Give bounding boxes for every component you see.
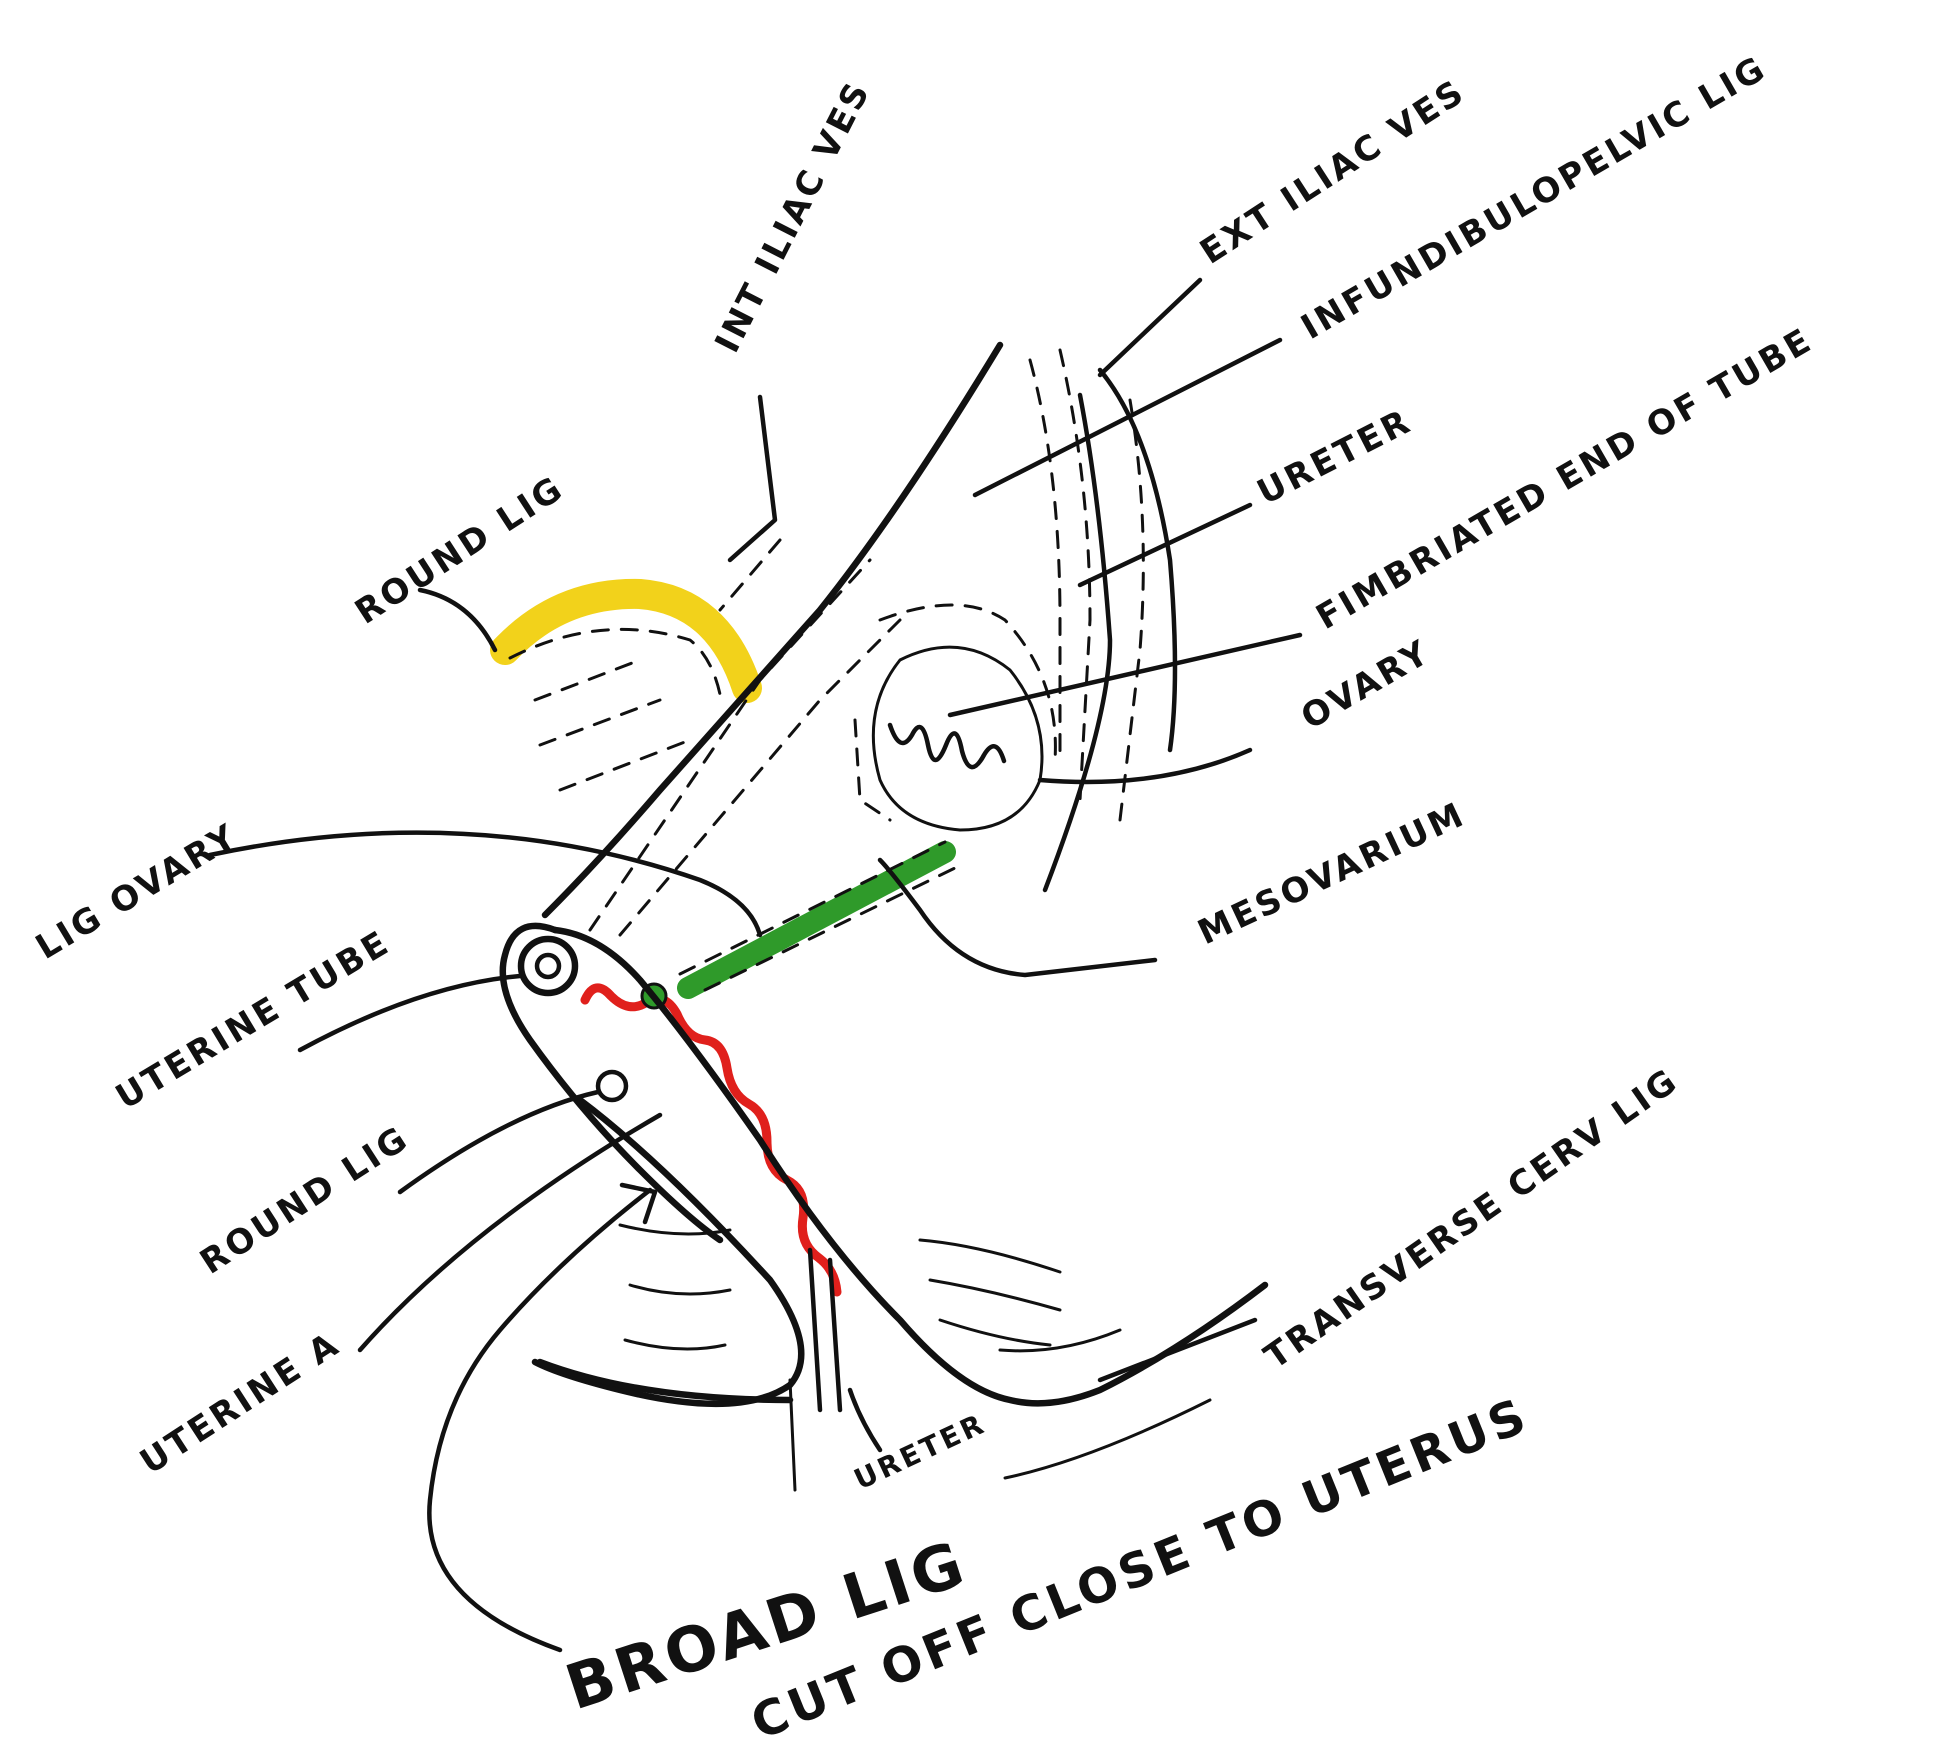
uterine-tube-upper-line bbox=[545, 345, 1000, 915]
ureter-line-top bbox=[1045, 395, 1110, 890]
leader-ext-iliac bbox=[1100, 280, 1200, 375]
ureter-line-bottom-1 bbox=[810, 1250, 820, 1410]
round-lig-dashed-1 bbox=[510, 629, 722, 705]
ovary-outer-dashed bbox=[880, 605, 1055, 760]
uterine-tube-lumen-inner bbox=[537, 955, 559, 977]
cerv-line-3 bbox=[940, 1320, 1050, 1345]
label-infundibulopelvic-lig: INFUNDIBULOPELVIC LIG bbox=[1295, 48, 1774, 348]
label-uterine-tube: UTERINE TUBE bbox=[109, 923, 397, 1118]
cerv-line-1 bbox=[920, 1240, 1060, 1272]
fold-2 bbox=[630, 1285, 730, 1294]
leader-broad-lig-arrowhead bbox=[622, 1185, 655, 1222]
leader-fimbria bbox=[950, 635, 1300, 715]
leader-ureter-bottom bbox=[850, 1390, 880, 1450]
uterine-tube-lumen-outer bbox=[521, 939, 575, 993]
leader-round-lig-bottom bbox=[400, 1092, 598, 1192]
fold-3 bbox=[625, 1340, 725, 1349]
label-ovary: OVARY bbox=[1295, 632, 1438, 738]
leader-infundibulo bbox=[975, 340, 1280, 495]
leader-mesovarium bbox=[880, 860, 1155, 975]
int-iliac-vessel-line bbox=[730, 397, 775, 560]
cerv-line-5 bbox=[1005, 1400, 1210, 1478]
leader-ovary bbox=[1040, 750, 1250, 782]
label-int-iliac-ves: INT ILIAC VES bbox=[707, 74, 878, 359]
uterine-artery bbox=[585, 988, 837, 1292]
label-ureter-top: URETER bbox=[1251, 401, 1419, 513]
label-uterine-a: UTERINE A bbox=[133, 1324, 347, 1483]
ext-iliac-dashed-3 bbox=[1120, 400, 1143, 820]
round-lig-dashed-3 bbox=[540, 700, 660, 745]
leader-lig-ovary bbox=[210, 833, 760, 935]
leader-ureter-top bbox=[1080, 505, 1250, 585]
uterine-tube-dashed-1 bbox=[590, 560, 870, 930]
mesovarium-border-bottom bbox=[705, 868, 955, 990]
fimbria-squiggle bbox=[890, 725, 1004, 767]
label-transverse-cerv-lig: TRANSVERSE CERV LIG bbox=[1257, 1060, 1686, 1377]
label-round-lig-bottom: ROUND LIG bbox=[193, 1118, 416, 1282]
int-iliac-dashed bbox=[720, 540, 780, 610]
round-lig-section bbox=[598, 1072, 626, 1100]
label-mesovarium: MESOVARIUM bbox=[1192, 794, 1472, 953]
leader-round-lig-top bbox=[420, 590, 495, 650]
fold-1 bbox=[620, 1225, 730, 1234]
cerv-line-2 bbox=[930, 1280, 1060, 1310]
label-fimbriated-end: FIMBRIATED END OF TUBE bbox=[1310, 320, 1820, 638]
round-lig-dashed-2 bbox=[535, 660, 640, 700]
round-ligament-highlight bbox=[505, 594, 747, 688]
label-ureter-bottom: URETER bbox=[849, 1407, 991, 1497]
leader-transverse bbox=[1100, 1320, 1255, 1380]
ureter-line-bottom-3 bbox=[790, 1380, 795, 1490]
ext-iliac-dashed-1 bbox=[1030, 360, 1060, 760]
label-lig-ovary: LIG OVARY bbox=[29, 816, 245, 968]
mesovarium-highlight bbox=[688, 852, 945, 988]
leader-broad-lig bbox=[429, 1190, 650, 1650]
